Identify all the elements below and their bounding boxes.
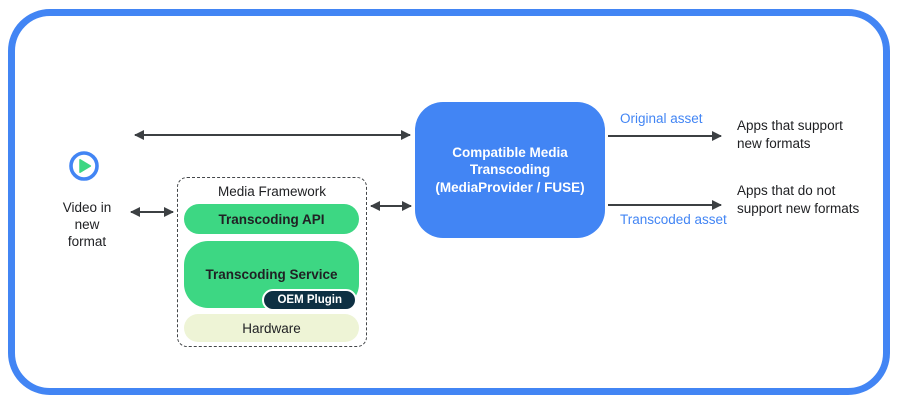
transcoding-service-label: Transcoding Service <box>205 267 338 282</box>
transcoding-service-box: Transcoding Service OEM Plugin <box>184 241 359 311</box>
original-asset-label: Original asset <box>620 111 703 126</box>
oem-plugin-badge: OEM Plugin <box>262 289 357 311</box>
video-source-label: Video in new format <box>62 200 112 249</box>
transcoded-asset-label: Transcoded asset <box>620 212 727 227</box>
media-framework-box: Media Framework Transcoding API Transcod… <box>177 177 367 347</box>
apps-no-support-label: Apps that do not support new formats <box>737 183 860 216</box>
media-framework-title: Media Framework <box>217 184 327 199</box>
compatible-media-transcoding-box: Compatible Media Transcoding (MediaProvi… <box>415 102 605 238</box>
apps-support-label: Apps that support new formats <box>737 118 843 151</box>
play-icon <box>68 150 100 182</box>
transcoding-api-box: Transcoding API <box>184 204 359 234</box>
hardware-box: Hardware <box>184 314 359 342</box>
